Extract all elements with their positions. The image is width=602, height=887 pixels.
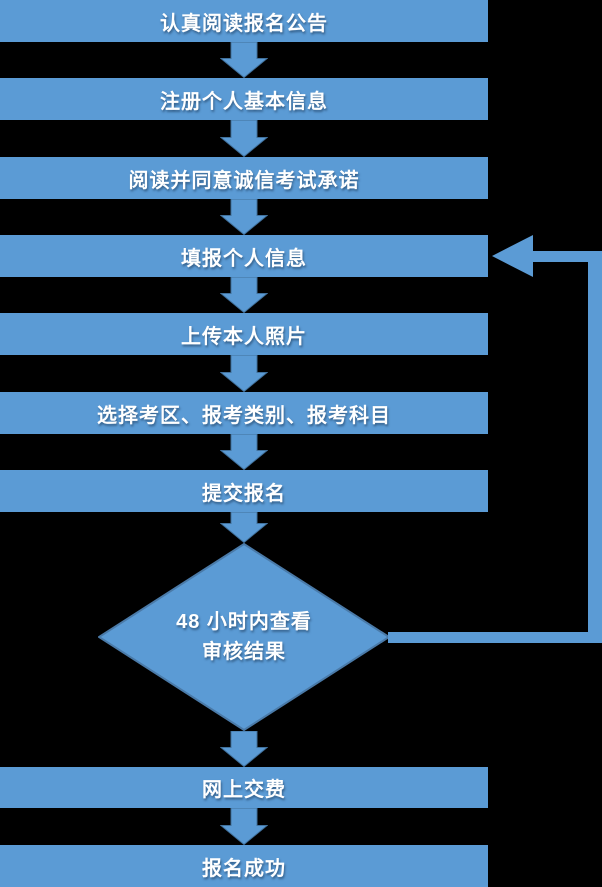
step-submit-registration: 提交报名 (0, 470, 488, 512)
arrow-left-icon (492, 235, 533, 277)
step-label: 提交报名 (202, 482, 286, 505)
step-label: 报名成功 (202, 857, 286, 880)
step-registration-success: 报名成功 (0, 845, 488, 887)
arrow-down-icon (220, 808, 268, 845)
step-label: 网上交费 (202, 779, 286, 801)
step-register-basic-info: 注册个人基本信息 (0, 78, 488, 120)
arrow-down-icon (220, 120, 268, 157)
step-read-announcement: 认真阅读报名公告 (0, 0, 488, 42)
decision-label-line1: 48 小时内查看 (176, 611, 312, 633)
arrow-down-icon (220, 512, 268, 543)
arrow-down-icon (220, 434, 268, 470)
step-pay-online: 网上交费 (0, 767, 488, 808)
step-fill-personal-info: 填报个人信息 (0, 235, 488, 277)
feedback-line-bottom (388, 632, 602, 643)
step-label: 上传本人照片 (181, 325, 307, 348)
step-label: 注册个人基本信息 (160, 90, 328, 113)
step-label: 认真阅读报名公告 (160, 12, 328, 35)
step-select-exam-options: 选择考区、报考类别、报考科目 (0, 392, 488, 434)
step-label: 选择考区、报考类别、报考科目 (97, 404, 391, 427)
decision-label-line2: 审核结果 (202, 641, 286, 663)
arrow-down-icon (220, 199, 268, 235)
decision-diamond-shape (98, 543, 390, 731)
feedback-line-top (533, 251, 602, 262)
arrow-down-icon (220, 731, 268, 767)
arrow-down-icon (220, 277, 268, 313)
step-label: 阅读并同意诚信考试承诺 (128, 169, 360, 192)
step-label: 填报个人信息 (181, 247, 307, 270)
step-upload-photo: 上传本人照片 (0, 313, 488, 355)
arrow-down-icon (220, 42, 268, 78)
arrow-down-icon (220, 355, 268, 392)
step-agree-integrity-pledge: 阅读并同意诚信考试承诺 (0, 157, 488, 199)
decision-review-result: 48 小时内查看 审核结果 (98, 543, 390, 731)
feedback-line-vertical (588, 251, 602, 643)
